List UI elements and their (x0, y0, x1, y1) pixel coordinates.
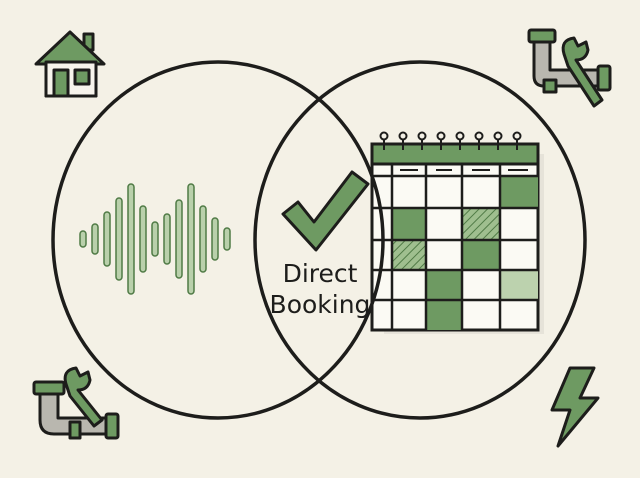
overlap-label: Direct Booking (250, 258, 390, 320)
left-circle (51, 60, 385, 420)
pipe-wrench-icon (527, 28, 612, 108)
calendar-icon (370, 131, 544, 334)
overlap-label-line2: Booking (269, 290, 371, 319)
lightning-bolt-icon (550, 366, 600, 448)
sound-wave-icon (79, 183, 231, 295)
overlap-label-line1: Direct (282, 259, 358, 288)
pipe-wrench-icon (32, 366, 120, 440)
calendar-filled-cells (392, 176, 538, 330)
house-icon (34, 30, 106, 98)
checkmark-icon (281, 170, 370, 252)
right-circle (253, 60, 587, 420)
calendar-rings (379, 131, 522, 150)
